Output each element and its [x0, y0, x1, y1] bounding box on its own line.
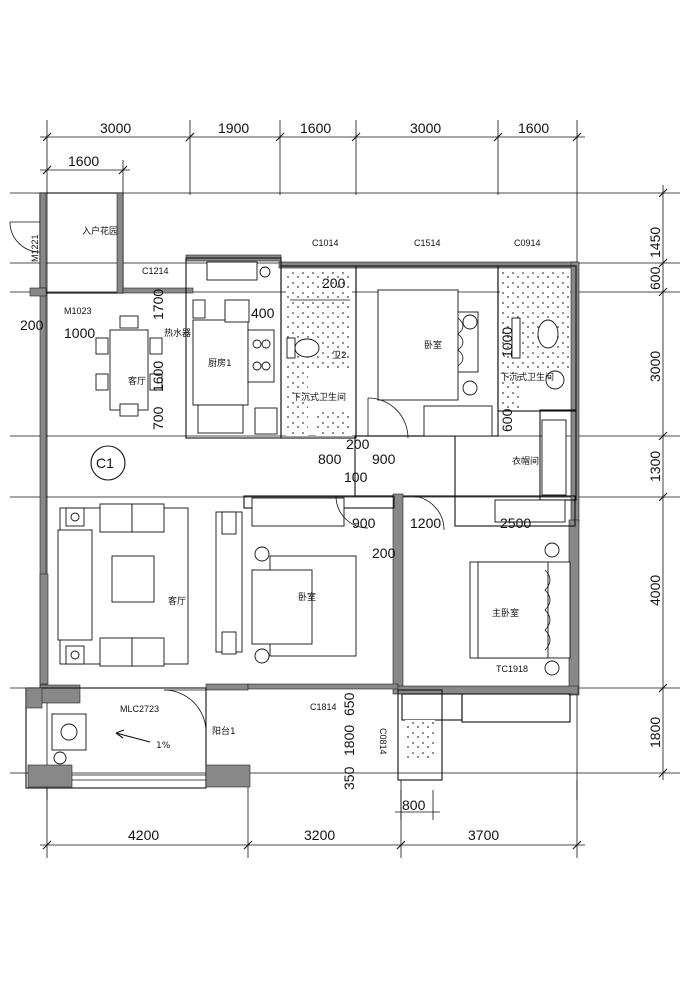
code-c0814: C0814 [378, 728, 388, 755]
code-tc1918: TC1918 [496, 664, 528, 674]
room-labels: 入户花园 厨房1 热水器 卫2 下沉式卫生间 卧室 下沉式卫生间 衣帽间 客厅 … [82, 225, 554, 751]
dim-2500: 2500 [500, 515, 531, 531]
label-bath-note: 下沉式卫生间 [292, 391, 346, 403]
label-balcony: 阳台1 [212, 725, 236, 737]
dim-right-4: 1300 [647, 451, 663, 482]
label-master-bath-note: 下沉式卫生间 [500, 371, 554, 383]
dim-top-2: 1900 [218, 120, 249, 136]
dim-600-r: 600 [499, 408, 515, 432]
dim-bottom-2: 3200 [304, 827, 335, 843]
code-c1014: C1014 [312, 238, 339, 248]
label-master-bedroom: 主卧室 [492, 607, 519, 619]
dim-650: 650 [341, 692, 357, 716]
code-c1: C1 [96, 455, 114, 471]
dim-900-a: 900 [372, 451, 396, 467]
dim-bottom-3: 3700 [468, 827, 499, 843]
dim-top-3: 1600 [300, 120, 331, 136]
label-bedroom-north: 卧室 [424, 339, 442, 351]
dim-right-5: 4000 [647, 575, 663, 606]
dimension-text: 3000 1900 1600 3000 1600 1600 4200 3200 … [20, 120, 663, 843]
code-m1221: M1221 [30, 234, 40, 262]
label-living: 客厅 [168, 595, 186, 607]
dim-350: 350 [341, 766, 357, 790]
dim-right-1: 1450 [647, 227, 663, 258]
dim-800: 800 [318, 451, 342, 467]
code-c0914: C0914 [514, 238, 541, 248]
label-water-heater: 热水器 [164, 327, 191, 339]
dim-bottom-1: 4200 [128, 827, 159, 843]
opening-codes: M1221 M1023 C1214 C1014 C1514 C0914 C1 M… [30, 234, 541, 754]
label-kitchen: 厨房1 [208, 357, 232, 369]
code-m1023: M1023 [64, 306, 92, 316]
dim-200-mid: 200 [372, 545, 396, 561]
dim-1000-r: 1000 [499, 327, 515, 358]
dim-200-hall: 200 [346, 436, 370, 452]
dim-right-3: 3000 [647, 351, 663, 382]
dim-top-1: 3000 [100, 120, 131, 136]
dim-right-2: 600 [647, 266, 663, 290]
code-c1214: C1214 [142, 266, 169, 276]
walls [25, 192, 580, 789]
furniture [9, 221, 571, 765]
dim-1200: 1200 [410, 515, 441, 531]
code-c1814: C1814 [310, 702, 337, 712]
label-closet: 衣帽间 [512, 455, 539, 467]
code-c1514: C1514 [414, 238, 441, 248]
dim-100: 100 [344, 469, 368, 485]
dim-800-b: 800 [402, 797, 426, 813]
dim-top-4: 3000 [410, 120, 441, 136]
code-mlc2723: MLC2723 [120, 704, 159, 714]
label-slope: 1% [156, 741, 171, 751]
dim-1700: 1700 [150, 289, 166, 320]
dim-200-left: 200 [20, 317, 44, 333]
dim-700: 700 [150, 406, 166, 430]
dim-right-6: 1800 [647, 717, 663, 748]
dim-top-sub: 1600 [68, 153, 99, 169]
section-marker [90, 445, 126, 481]
dim-900-b: 900 [352, 515, 376, 531]
dim-1600-v: 1600 [150, 361, 166, 392]
label-entry-garden: 入户花园 [82, 225, 118, 237]
label-bath2: 卫2 [332, 351, 347, 361]
dim-1800-v: 1800 [341, 725, 357, 756]
dim-1000: 1000 [64, 325, 95, 341]
dim-top-5: 1600 [518, 120, 549, 136]
dim-200-bath: 200 [322, 275, 346, 291]
dim-400: 400 [251, 305, 275, 321]
label-bedroom-south: 卧室 [298, 591, 316, 603]
label-dining: 客厅 [128, 375, 146, 387]
